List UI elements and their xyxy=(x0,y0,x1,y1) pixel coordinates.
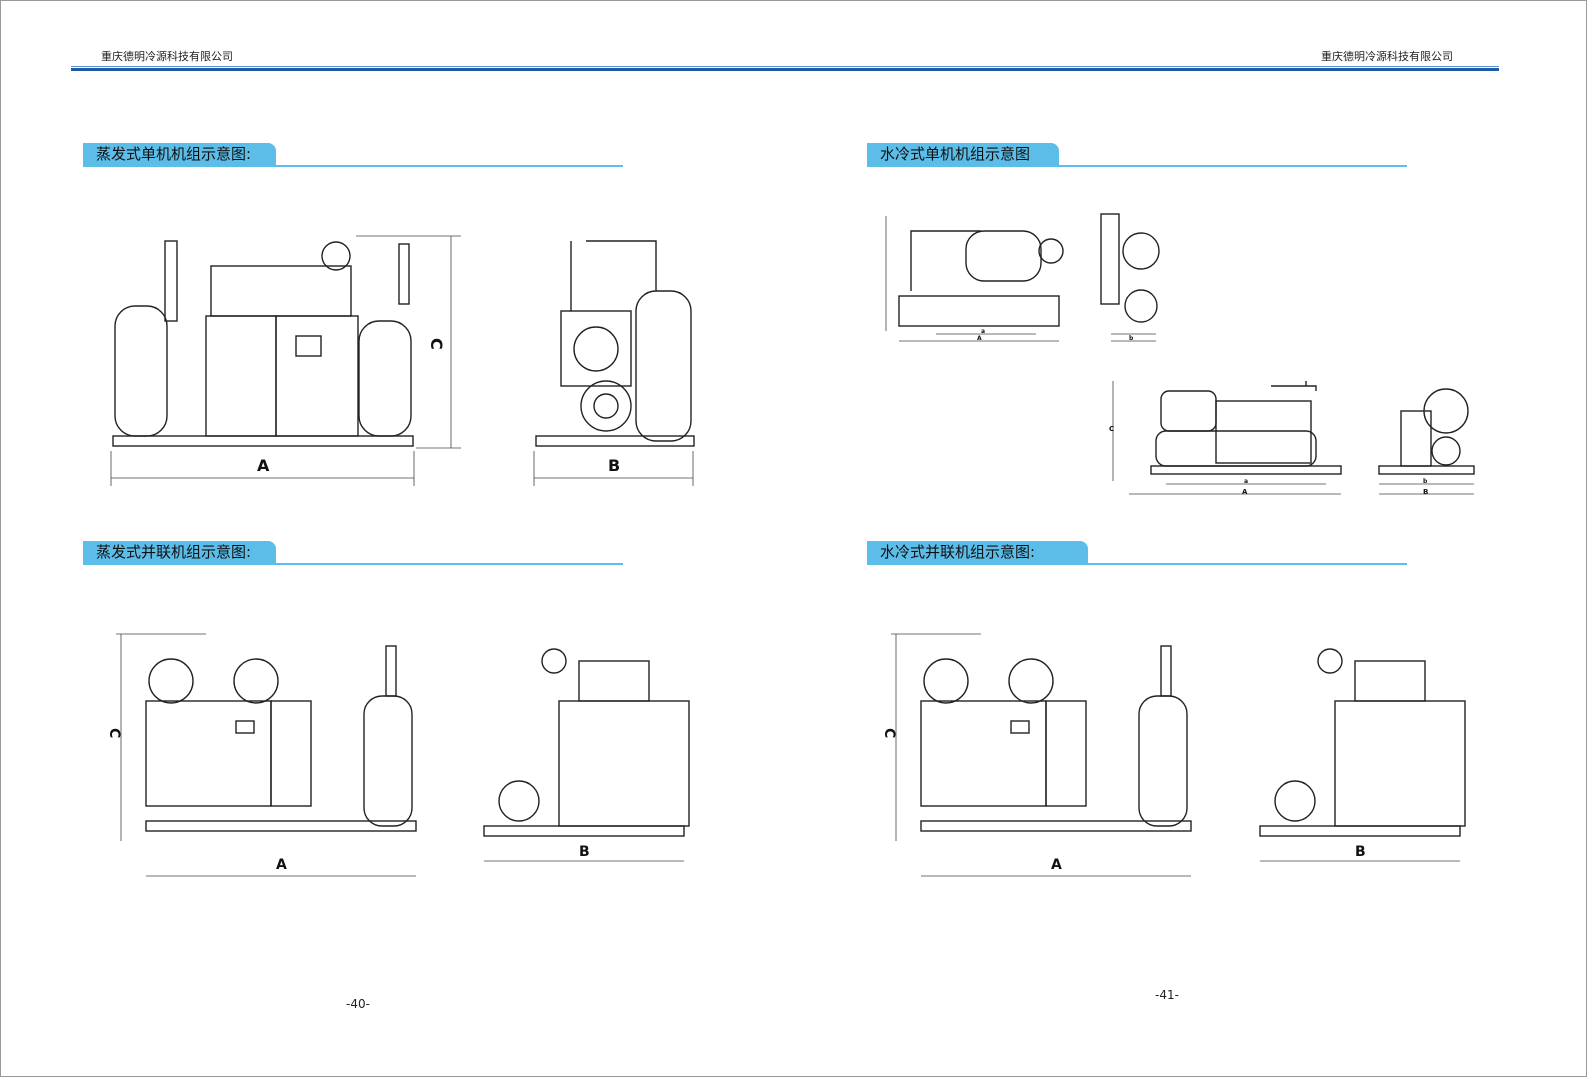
svg-text:B: B xyxy=(579,844,590,860)
page-number-right: -41- xyxy=(1155,988,1179,1002)
svg-text:a: a xyxy=(1244,478,1248,485)
svg-text:C: C xyxy=(881,728,897,738)
svg-text:b: b xyxy=(1129,335,1134,342)
dim-label-C: C xyxy=(427,338,446,350)
svg-text:b: b xyxy=(1423,478,1428,485)
svg-text:B: B xyxy=(1423,488,1428,496)
evap-single-side-drawing: B xyxy=(533,240,695,486)
dim-label-B: B xyxy=(608,456,620,475)
header-company-left: 重庆德明冷源科技有限公司 xyxy=(101,50,233,63)
section-header-water-parallel: 水冷式并联机组示意图: xyxy=(867,541,1407,565)
svg-text:A: A xyxy=(1051,857,1062,873)
section-header-evap-parallel: 蒸发式并联机组示意图: xyxy=(83,541,623,565)
water-single-large-drawing: C a A b B xyxy=(1109,381,1475,496)
header-rule-thin xyxy=(71,66,1499,67)
water-parallel-front-drawing: A C xyxy=(881,633,1192,877)
page-number-left: -40- xyxy=(346,997,370,1011)
svg-text:A: A xyxy=(276,857,287,873)
section-header-evap-single: 蒸发式单机机组示意图: xyxy=(83,143,623,167)
header-rule-thick xyxy=(71,68,1499,71)
section-header-water-single: 水冷式单机机组示意图 xyxy=(867,143,1407,167)
svg-text:B: B xyxy=(1355,844,1366,860)
svg-text:A: A xyxy=(977,335,982,342)
dim-label-A: A xyxy=(257,456,270,475)
water-single-small-drawing: a A b xyxy=(885,213,1160,342)
evap-parallel-side-drawing: B xyxy=(483,648,690,862)
evap-parallel-front-drawing: A C xyxy=(106,633,417,877)
header-company-right: 重庆德明冷源科技有限公司 xyxy=(1321,50,1453,63)
svg-text:a: a xyxy=(981,328,985,335)
water-parallel-side-drawing: B xyxy=(1259,648,1466,862)
svg-text:C: C xyxy=(106,728,122,738)
svg-text:C: C xyxy=(1109,425,1114,433)
svg-text:A: A xyxy=(1242,488,1248,496)
evap-single-front-drawing: A C xyxy=(110,235,461,486)
